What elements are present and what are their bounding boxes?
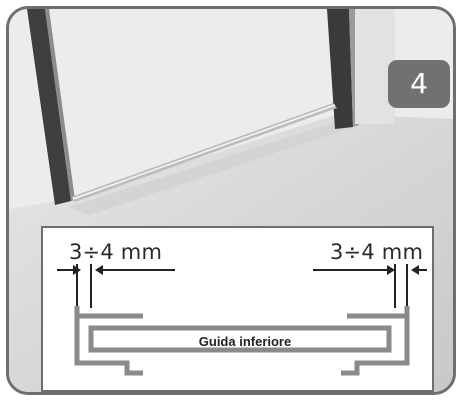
left-arrow-head-b	[95, 265, 103, 275]
left-wall-profile-edge	[45, 9, 75, 201]
floor-shadow	[69, 121, 354, 215]
left-wall-profile	[27, 9, 71, 205]
illustration-frame: 4	[6, 6, 456, 395]
left-glass-profile	[74, 306, 143, 319]
right-arrow-head-a	[387, 265, 395, 275]
gap-left-label: 3÷4 mm	[69, 240, 163, 264]
outer-channel-right	[341, 316, 410, 376]
step-number-badge: 4	[388, 60, 450, 108]
bottom-rail-highlight	[72, 104, 336, 200]
bottom-rail-label: Guida inferiore	[198, 334, 292, 349]
right-arrow-head-b	[411, 265, 419, 275]
step-number: 4	[410, 67, 428, 100]
rail-cross-section	[57, 264, 427, 376]
right-door-profile	[327, 9, 353, 129]
gap-right-label: 3÷4 mm	[330, 240, 424, 264]
bottom-rail-box	[88, 325, 392, 353]
right-glass-profile	[347, 306, 410, 319]
outer-channel	[74, 316, 143, 376]
rail-detail-diagram: 3÷4 mm 3÷4 mm Guida inferiore	[41, 226, 434, 392]
